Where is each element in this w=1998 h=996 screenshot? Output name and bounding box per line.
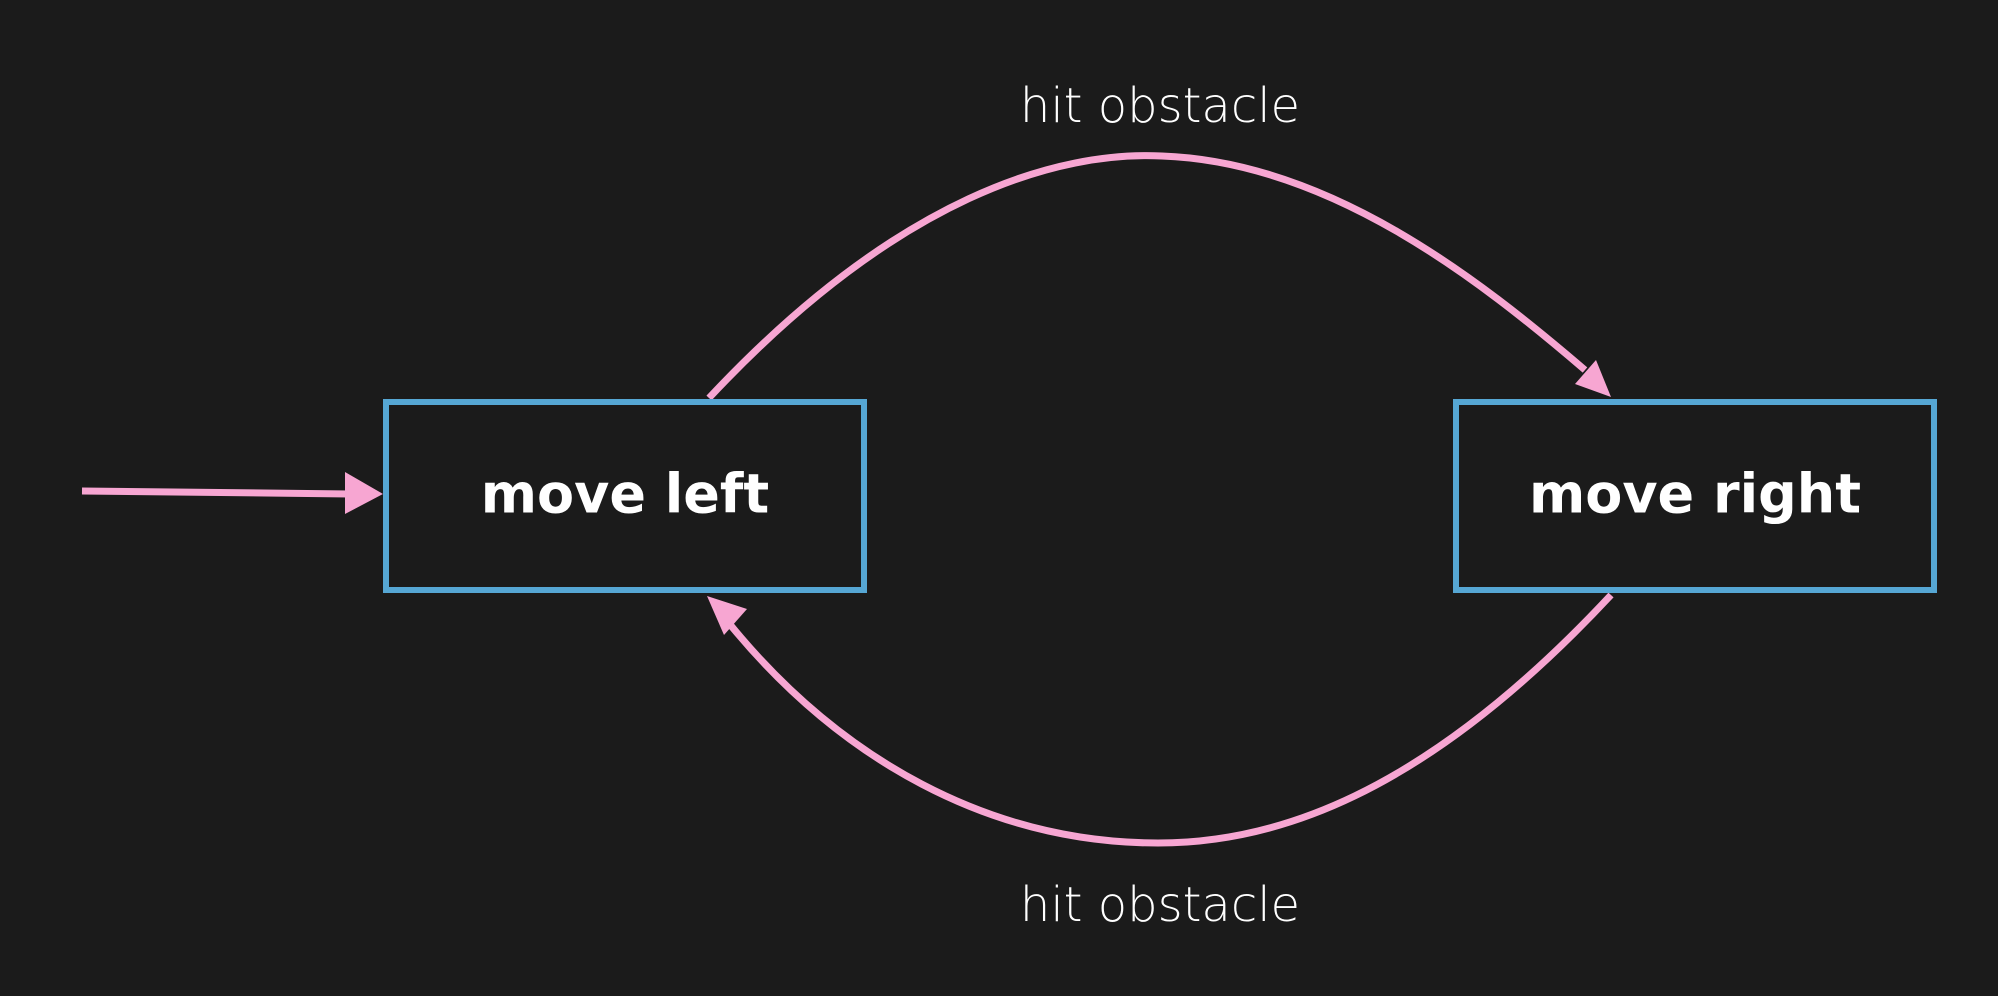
state-move-right: move right — [1453, 399, 1937, 593]
transition-right-to-left-arrowhead — [707, 596, 747, 635]
state-move-left-box — [383, 399, 867, 593]
state-move-left: move left — [383, 399, 867, 593]
state-move-left-label: move left — [481, 463, 769, 526]
transition-right-to-left-curve — [725, 592, 1614, 847]
transition-left-to-right-arrowhead — [1575, 360, 1611, 397]
transition-right-to-left-label: hit obstacle — [1020, 877, 1300, 933]
transition-left-to-right: hit obstacle — [706, 78, 1611, 401]
state-move-right-box — [1453, 399, 1937, 593]
initial-transition-arrowhead — [345, 472, 383, 514]
state-move-right-label: move right — [1529, 463, 1861, 526]
transition-right-to-left: hit obstacle — [707, 592, 1614, 933]
initial-transition-line — [81, 487, 351, 498]
transition-left-to-right-curve — [706, 152, 1588, 401]
initial-transition — [81, 472, 383, 514]
transition-left-to-right-label: hit obstacle — [1020, 78, 1300, 134]
